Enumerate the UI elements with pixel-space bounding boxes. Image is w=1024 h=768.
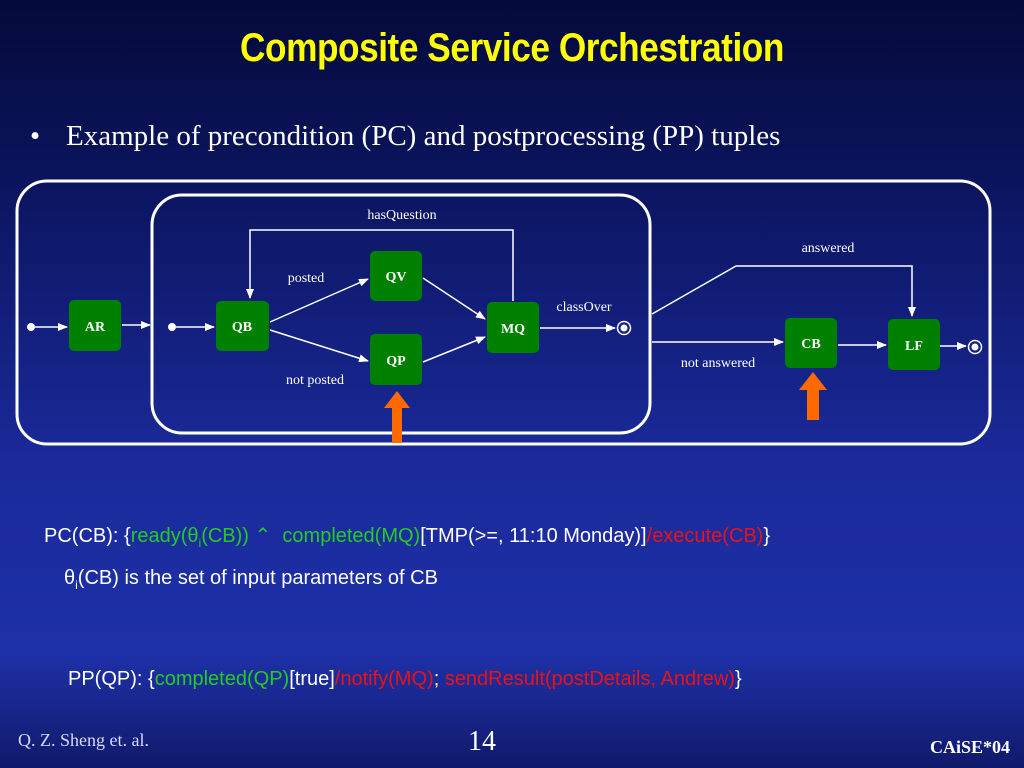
- transition-mq-qb-hasquestion: [246, 229, 514, 301]
- label-not-answered: not answered: [681, 356, 755, 371]
- svg-text:CB: CB: [801, 337, 820, 352]
- outer-compound-state: [15, 179, 992, 446]
- state-lf: LF: [888, 319, 940, 370]
- svg-text:LF: LF: [905, 339, 923, 354]
- transition-answered: [651, 265, 916, 317]
- outer-initial-state: [27, 323, 68, 331]
- svg-text:QV: QV: [386, 270, 407, 285]
- bullet-dot: •: [30, 120, 41, 152]
- pc-condition-ready: ready(θi(CB)): [130, 525, 249, 550]
- svg-text:QB: QB: [232, 320, 252, 335]
- svg-text:MQ: MQ: [501, 322, 525, 337]
- inner-initial-state: [168, 323, 215, 331]
- state-qb: QB: [216, 301, 269, 351]
- state-cb: CB: [785, 318, 837, 368]
- transition-qv-mq: [422, 277, 486, 320]
- inner-final-state: [616, 320, 632, 336]
- state-ar: AR: [69, 300, 121, 351]
- pp-condition: completed(QP): [154, 668, 290, 690]
- pp-tuple: PP(QP): {completed(QP)[true]/notify(MQ);…: [68, 668, 742, 690]
- slide-title: Composite Service Orchestration: [240, 26, 784, 70]
- label-answered: answered: [802, 241, 855, 256]
- label-posted: posted: [288, 271, 325, 286]
- pc-action: execute(CB): [652, 525, 764, 547]
- footer-authors: Q. Z. Sheng et. al.: [18, 730, 149, 750]
- theta-note: θi(CB) is the set of input parameters of…: [64, 567, 438, 592]
- label-not-posted: not posted: [286, 373, 344, 388]
- slide-number: 14: [468, 726, 496, 757]
- pp-bracket: [true]: [289, 668, 335, 690]
- svg-text:QP: QP: [386, 354, 406, 369]
- pc-condition-completed: completed(MQ): [282, 525, 421, 547]
- label-hasquestion: hasQuestion: [367, 208, 436, 223]
- pc-tuple: PC(CB): {ready(θi(CB)) ⌃ completed(MQ)[T…: [44, 525, 771, 550]
- highlight-arrow-cb: [799, 372, 827, 420]
- transition-qb-qv: [269, 278, 369, 323]
- svg-text:AR: AR: [85, 320, 106, 335]
- transition-qp-mq: [422, 336, 486, 363]
- outer-final-state: [967, 339, 983, 355]
- state-qv: QV: [370, 251, 422, 301]
- state-mq: MQ: [487, 302, 539, 353]
- pp-action-notify: notify(MQ): [340, 668, 434, 690]
- transition-qb-qp: [269, 329, 369, 363]
- pc-temporal: [TMP(>=, 11:10 Monday)]: [420, 525, 647, 547]
- label-classover: classOver: [556, 300, 612, 315]
- state-qp: QP: [370, 334, 422, 385]
- bullet-text: Example of precondition (PC) and postpro…: [66, 120, 781, 152]
- and-symbol: ⌃: [254, 525, 272, 547]
- pp-action-sendresult: sendResult(postDetails, Andrew): [444, 668, 735, 690]
- footer-venue: CAiSE*04: [929, 737, 1010, 757]
- highlight-arrow-qp: [384, 391, 410, 443]
- bullet-point: • Example of precondition (PC) and postpr…: [30, 120, 780, 153]
